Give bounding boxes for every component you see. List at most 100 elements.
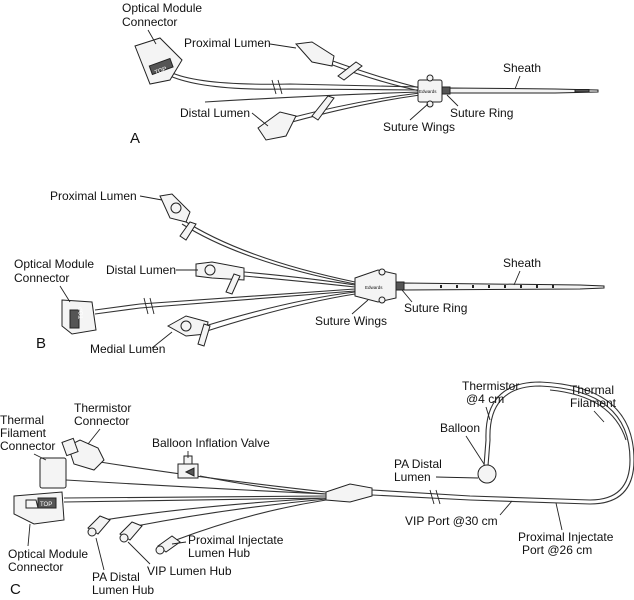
panel-b-tube-distal [243, 271, 356, 286]
panel-b-label-proximal: Proximal Lumen [50, 189, 137, 203]
panel-c-pa-distal-hub [87, 515, 111, 537]
panel-b-label-sheath: Sheath [503, 256, 541, 270]
panel-c-label-pa-distal-hub-line1: PA Distal [92, 570, 140, 584]
panel-c-label-proximal-injectate-hub-line2: Lumen Hub [188, 546, 250, 560]
panel-b-tube-optical [94, 288, 356, 311]
panel-a-label-optical-line2: Connector [122, 15, 177, 29]
panel-c-break-mark [429, 489, 441, 505]
panel-a-tube-distal-2 [291, 94, 421, 123]
panel-c-catheter-body-2 [371, 494, 591, 505]
panel-a-suture-wings: Edwards [417, 74, 443, 108]
panel-a-tube-distal [289, 92, 421, 119]
panel-b-label-suture-ring: Suture Ring [404, 301, 467, 315]
panel-b-tube-optical-2 [94, 290, 356, 315]
panel-a-tube-proximal-2 [329, 63, 421, 92]
panel-c-label-thermal-filament-line2: Filament [570, 396, 617, 410]
panel-a-tube-proximal [329, 59, 421, 89]
panel-a-sheath [449, 87, 599, 94]
panel-b-label-optical-line1: Optical Module [14, 257, 94, 271]
panel-c-thermistor-connector [61, 437, 105, 471]
panel-c-label-thermal-filament-line1: Thermal [570, 383, 614, 397]
panel-a-label-distal: Distal Lumen [180, 106, 250, 120]
panel-c-label-thermal-connector-line2: Filament [0, 426, 47, 440]
panel-c-proximal-injectate-hub [155, 535, 181, 555]
panel-b-label-optical-line2: Connector [14, 271, 69, 285]
panel-c-label-proximal-injectate-port-line1: Proximal Injectate [518, 530, 614, 544]
panel-b-proximal-hub [159, 193, 197, 241]
panel-c-tube-vip [135, 498, 327, 527]
panel-c-distal-loop-2 [483, 381, 634, 505]
panel-c-label-pa-distal-hub-line2: Lumen Hub [92, 583, 154, 597]
panel-b-suture-wings: Edwards [354, 268, 397, 304]
panel-c-tube-balloon [199, 475, 327, 495]
panel-a-proximal-hub [294, 41, 363, 81]
panel-c-tube-optical-2 [63, 497, 327, 503]
panel-c-tube-thermistor [99, 461, 327, 493]
panel-c-optical-connector: TOP [13, 491, 65, 525]
panel-c-tube-optical [63, 495, 327, 499]
panel-b-label-medial: Medial Lumen [90, 342, 165, 356]
panel-b-tube-medial-2 [206, 293, 356, 332]
panel-c-balloon [477, 464, 497, 484]
panel-b-top-mark: TOP [79, 307, 85, 319]
panel-b-label-suture-wings: Suture Wings [315, 314, 387, 328]
panel-b-tube-proximal [179, 217, 356, 283]
panel-a: TOP Edwards Optical Module Connector Pro… [122, 1, 599, 147]
panel-b-optical-connector: TOP [61, 299, 97, 335]
panel-a-break-mark [271, 79, 283, 95]
panel-c-label-pa-distal-lumen-line2: Lumen [394, 470, 431, 484]
panel-a-label-proximal: Proximal Lumen [184, 36, 271, 50]
panel-a-distal-hub [257, 95, 335, 141]
panel-c-label-proximal-injectate-hub-line1: Proximal Injectate [188, 533, 284, 547]
panel-c-label-proximal-injectate-port-line2: Port @26 cm [522, 543, 592, 557]
panel-c-balloon-valve [177, 455, 199, 479]
panel-c-label-thermal-connector-line1: Thermal [0, 413, 44, 427]
panel-b-medial-hub [166, 315, 211, 347]
panel-c-label-balloon: Balloon [440, 421, 480, 435]
panel-a-label-suture-wings: Suture Wings [383, 120, 455, 134]
panel-a-label-sheath: Sheath [503, 61, 541, 75]
panel-c-manifold [325, 483, 373, 503]
panel-c-thermal-connector [39, 457, 67, 489]
panel-b: TOP Edwards Proximal Lumen Optical Modul… [14, 189, 605, 356]
panel-c-label-thermistor-connector-line2: Connector [74, 414, 129, 428]
panel-b-break-mark [143, 297, 155, 315]
panel-b-tube-proximal-2 [181, 223, 356, 285]
panel-b-tube-distal-2 [243, 275, 356, 288]
panel-c-tube-proximal-injectate [175, 499, 327, 541]
panel-b-suture-ring [395, 281, 405, 291]
panel-c-catheter-body [371, 489, 591, 501]
panel-c-vip-hub [119, 521, 143, 543]
panel-c-letter: C [10, 581, 21, 598]
panel-c-top-mark: TOP [40, 502, 52, 508]
panel-c-label-pa-distal-lumen-line1: PA Distal [394, 457, 442, 471]
panel-b-letter: B [36, 335, 46, 352]
panel-b-sheath-marks [440, 285, 554, 288]
panel-b-brand: Edwards [365, 285, 383, 290]
panel-c-label-thermistor-line2: @4 cm [466, 392, 504, 406]
panel-b-label-distal: Distal Lumen [106, 263, 176, 277]
panel-a-suture-ring [441, 86, 451, 95]
panel-c-label-balloon-valve: Balloon Inflation Valve [152, 436, 270, 450]
panel-a-tube-upper [169, 71, 421, 88]
panel-b-tube-medial [204, 291, 356, 327]
panel-a-label-suture-ring: Suture Ring [450, 106, 513, 120]
panel-c-tube-pa-distal [103, 497, 327, 521]
panel-c-tube-thermal [65, 479, 327, 495]
panel-c-distal-loop [487, 385, 631, 501]
panel-c-thermal-filament-band [549, 389, 627, 441]
panel-a-brand: Edwards [419, 89, 437, 94]
panel-a-tube-mid [204, 91, 421, 103]
panel-c-label-optical-line2: Connector [8, 560, 63, 574]
panel-c-label-optical-line1: Optical Module [8, 547, 88, 561]
panel-c-label-thermistor-connector-line1: Thermistor [74, 401, 131, 415]
panel-b-distal-hub [195, 261, 245, 295]
panel-a-letter: A [130, 130, 140, 147]
panel-a-tube-upper-2 [169, 75, 421, 91]
panel-c-label-thermal-connector-line3: Connector [0, 439, 55, 453]
panel-c-label-vip-hub: VIP Lumen Hub [147, 564, 232, 578]
panel-a-optical-connector: TOP [134, 37, 183, 85]
panel-c-label-thermistor-line1: Thermistor [462, 379, 519, 393]
